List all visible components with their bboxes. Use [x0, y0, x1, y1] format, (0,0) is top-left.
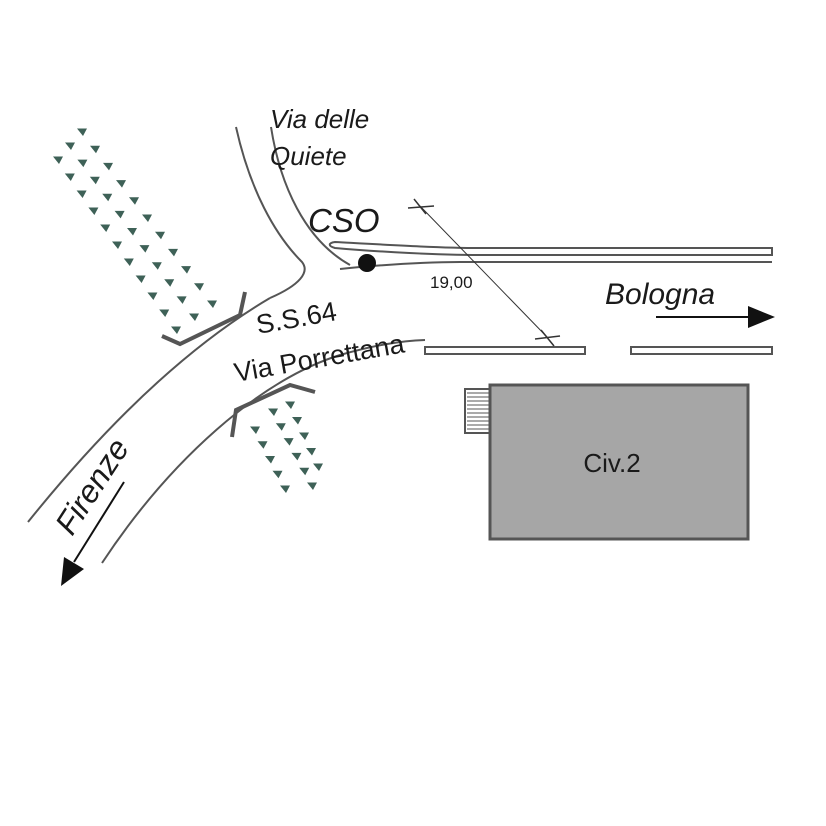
vegetation-triangle [272, 470, 283, 479]
vegetation-triangle [77, 159, 88, 168]
vegetation-hedge-upper [53, 128, 217, 334]
vegetation-triangle [189, 313, 199, 321]
building-civ2: Civ.2 [488, 383, 750, 541]
vegetation-triangle [129, 197, 139, 205]
vegetation-triangle [257, 441, 268, 449]
ss64-lower-edge [101, 339, 426, 564]
vegetation-triangle [77, 128, 87, 136]
distance-measure-line [419, 205, 549, 339]
vegetation-triangle [123, 258, 134, 266]
vegetation-triangle [291, 452, 302, 461]
vegetation-triangle [171, 326, 181, 334]
bologna-label: Bologna [605, 278, 715, 311]
vegetation-triangle [207, 300, 217, 308]
traffic-island [328, 240, 773, 256]
vegetation-triangle [164, 279, 175, 287]
vegetation-hedge-lower [250, 401, 323, 493]
vegetation-triangle [142, 214, 152, 222]
distance-tick-end [534, 329, 561, 347]
via-delle-quiete-left-edge [235, 126, 306, 299]
vegetation-triangle [116, 180, 126, 188]
vegetation-triangle [268, 408, 278, 416]
building-steps [464, 388, 490, 434]
vegetation-triangle [280, 485, 290, 493]
vegetation-triangle [292, 417, 302, 425]
via-delle-quiete-label-line1: Via delle [270, 104, 369, 134]
vegetation-triangle [127, 228, 137, 236]
vegetation-triangle [155, 231, 165, 240]
vegetation-triangle [103, 162, 113, 171]
ss64-upper-edge [27, 297, 271, 523]
vegetation-triangle [250, 426, 260, 434]
steps-frame [464, 388, 490, 434]
vegetation-triangle [168, 248, 178, 257]
vegetation-triangle [89, 176, 100, 185]
vegetation-triangle [53, 156, 63, 164]
vegetation-triangle [88, 207, 99, 215]
vegetation-triangle [151, 262, 162, 270]
bologna-arrow-icon [656, 306, 775, 328]
vegetation-triangle [181, 266, 191, 274]
vegetation-triangle [299, 432, 309, 440]
vegetation-triangle [65, 142, 75, 150]
via-delle-quiete-label-line2: Quiete [270, 141, 347, 171]
ss64-north-edge-east [339, 261, 772, 270]
building-civ2-body [488, 383, 750, 541]
guardrail-upper [161, 291, 247, 347]
vegetation-triangle [307, 482, 317, 490]
building-civ2-label: Civ.2 [583, 448, 640, 478]
cso-label: CSO [308, 202, 380, 239]
vegetation-triangle [114, 210, 125, 219]
vegetation-triangle [159, 309, 170, 317]
vegetation-triangle [313, 463, 323, 471]
vegetation-triangle [283, 438, 294, 446]
vegetation-triangle [265, 456, 275, 464]
ss64-label-line1: S.S.64 [254, 296, 339, 340]
vegetation-triangle [285, 401, 295, 409]
distance-tick-start [407, 198, 435, 215]
vegetation-triangle [112, 241, 122, 249]
vegetation-triangle [90, 145, 100, 154]
distance-label: 19,00 [430, 273, 473, 292]
vegetation-triangle [64, 173, 75, 181]
vegetation-triangle [194, 283, 204, 291]
vegetation-triangle [139, 245, 150, 253]
vegetation-triangle [306, 448, 316, 456]
vegetation-triangle [275, 423, 286, 431]
vegetation-triangle [176, 296, 187, 304]
vegetation-triangle [147, 292, 158, 300]
vegetation-triangle [102, 193, 113, 202]
firenze-arrow-icon [61, 481, 125, 586]
vegetation-triangle [135, 275, 146, 283]
via-delle-quiete-right-edge [270, 126, 351, 266]
sidewalk-strip-west [424, 346, 586, 355]
vegetation-triangle [76, 190, 87, 198]
sidewalk-strip-east [630, 346, 773, 355]
vegetation-triangle [299, 467, 310, 476]
cso-marker-icon [358, 254, 376, 272]
vegetation-triangle [100, 224, 111, 232]
guardrail-lower [230, 382, 316, 438]
